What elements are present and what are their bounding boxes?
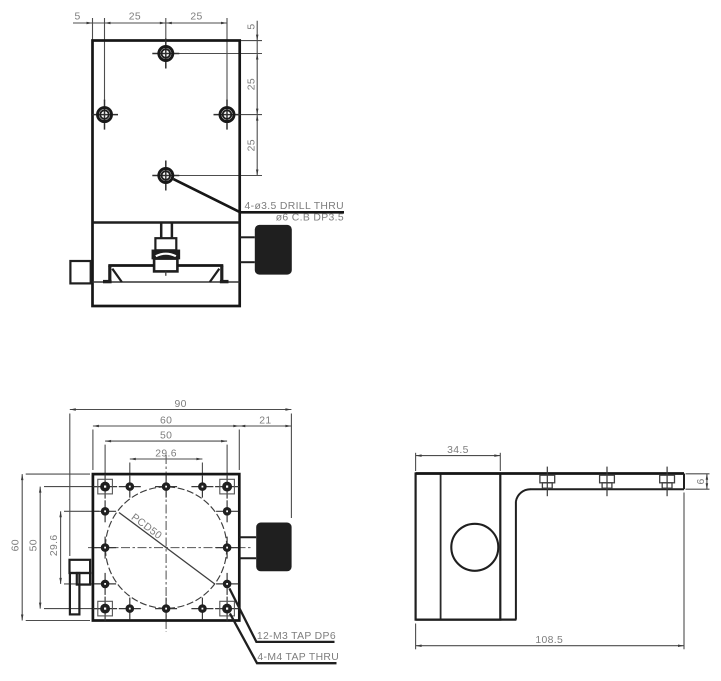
svg-text:108.5: 108.5 (535, 635, 563, 646)
svg-text:90: 90 (174, 399, 186, 410)
svg-text:5: 5 (74, 11, 80, 22)
svg-text:29.6: 29.6 (49, 534, 60, 556)
svg-text:21: 21 (259, 415, 271, 426)
svg-text:25: 25 (190, 11, 202, 22)
svg-text:34.5: 34.5 (447, 445, 469, 456)
svg-text:25: 25 (246, 139, 257, 151)
svg-text:6: 6 (696, 478, 707, 484)
svg-text:25: 25 (246, 78, 257, 90)
svg-text:4-M4 TAP THRU: 4-M4 TAP THRU (257, 652, 339, 663)
svg-text:PCD50: PCD50 (129, 512, 164, 542)
svg-text:25: 25 (129, 11, 141, 22)
svg-text:5: 5 (246, 24, 257, 30)
svg-text:29.6: 29.6 (155, 448, 177, 459)
svg-text:50: 50 (160, 430, 172, 441)
svg-text:60: 60 (11, 539, 22, 551)
svg-text:50: 50 (29, 539, 40, 551)
svg-text:ø6 C.B DP3.5: ø6 C.B DP3.5 (276, 213, 344, 224)
svg-text:60: 60 (160, 415, 172, 426)
svg-text:12-M3 TAP DP6: 12-M3 TAP DP6 (257, 631, 336, 642)
svg-text:4-ø3.5 DRILL THRU: 4-ø3.5 DRILL THRU (245, 201, 345, 212)
